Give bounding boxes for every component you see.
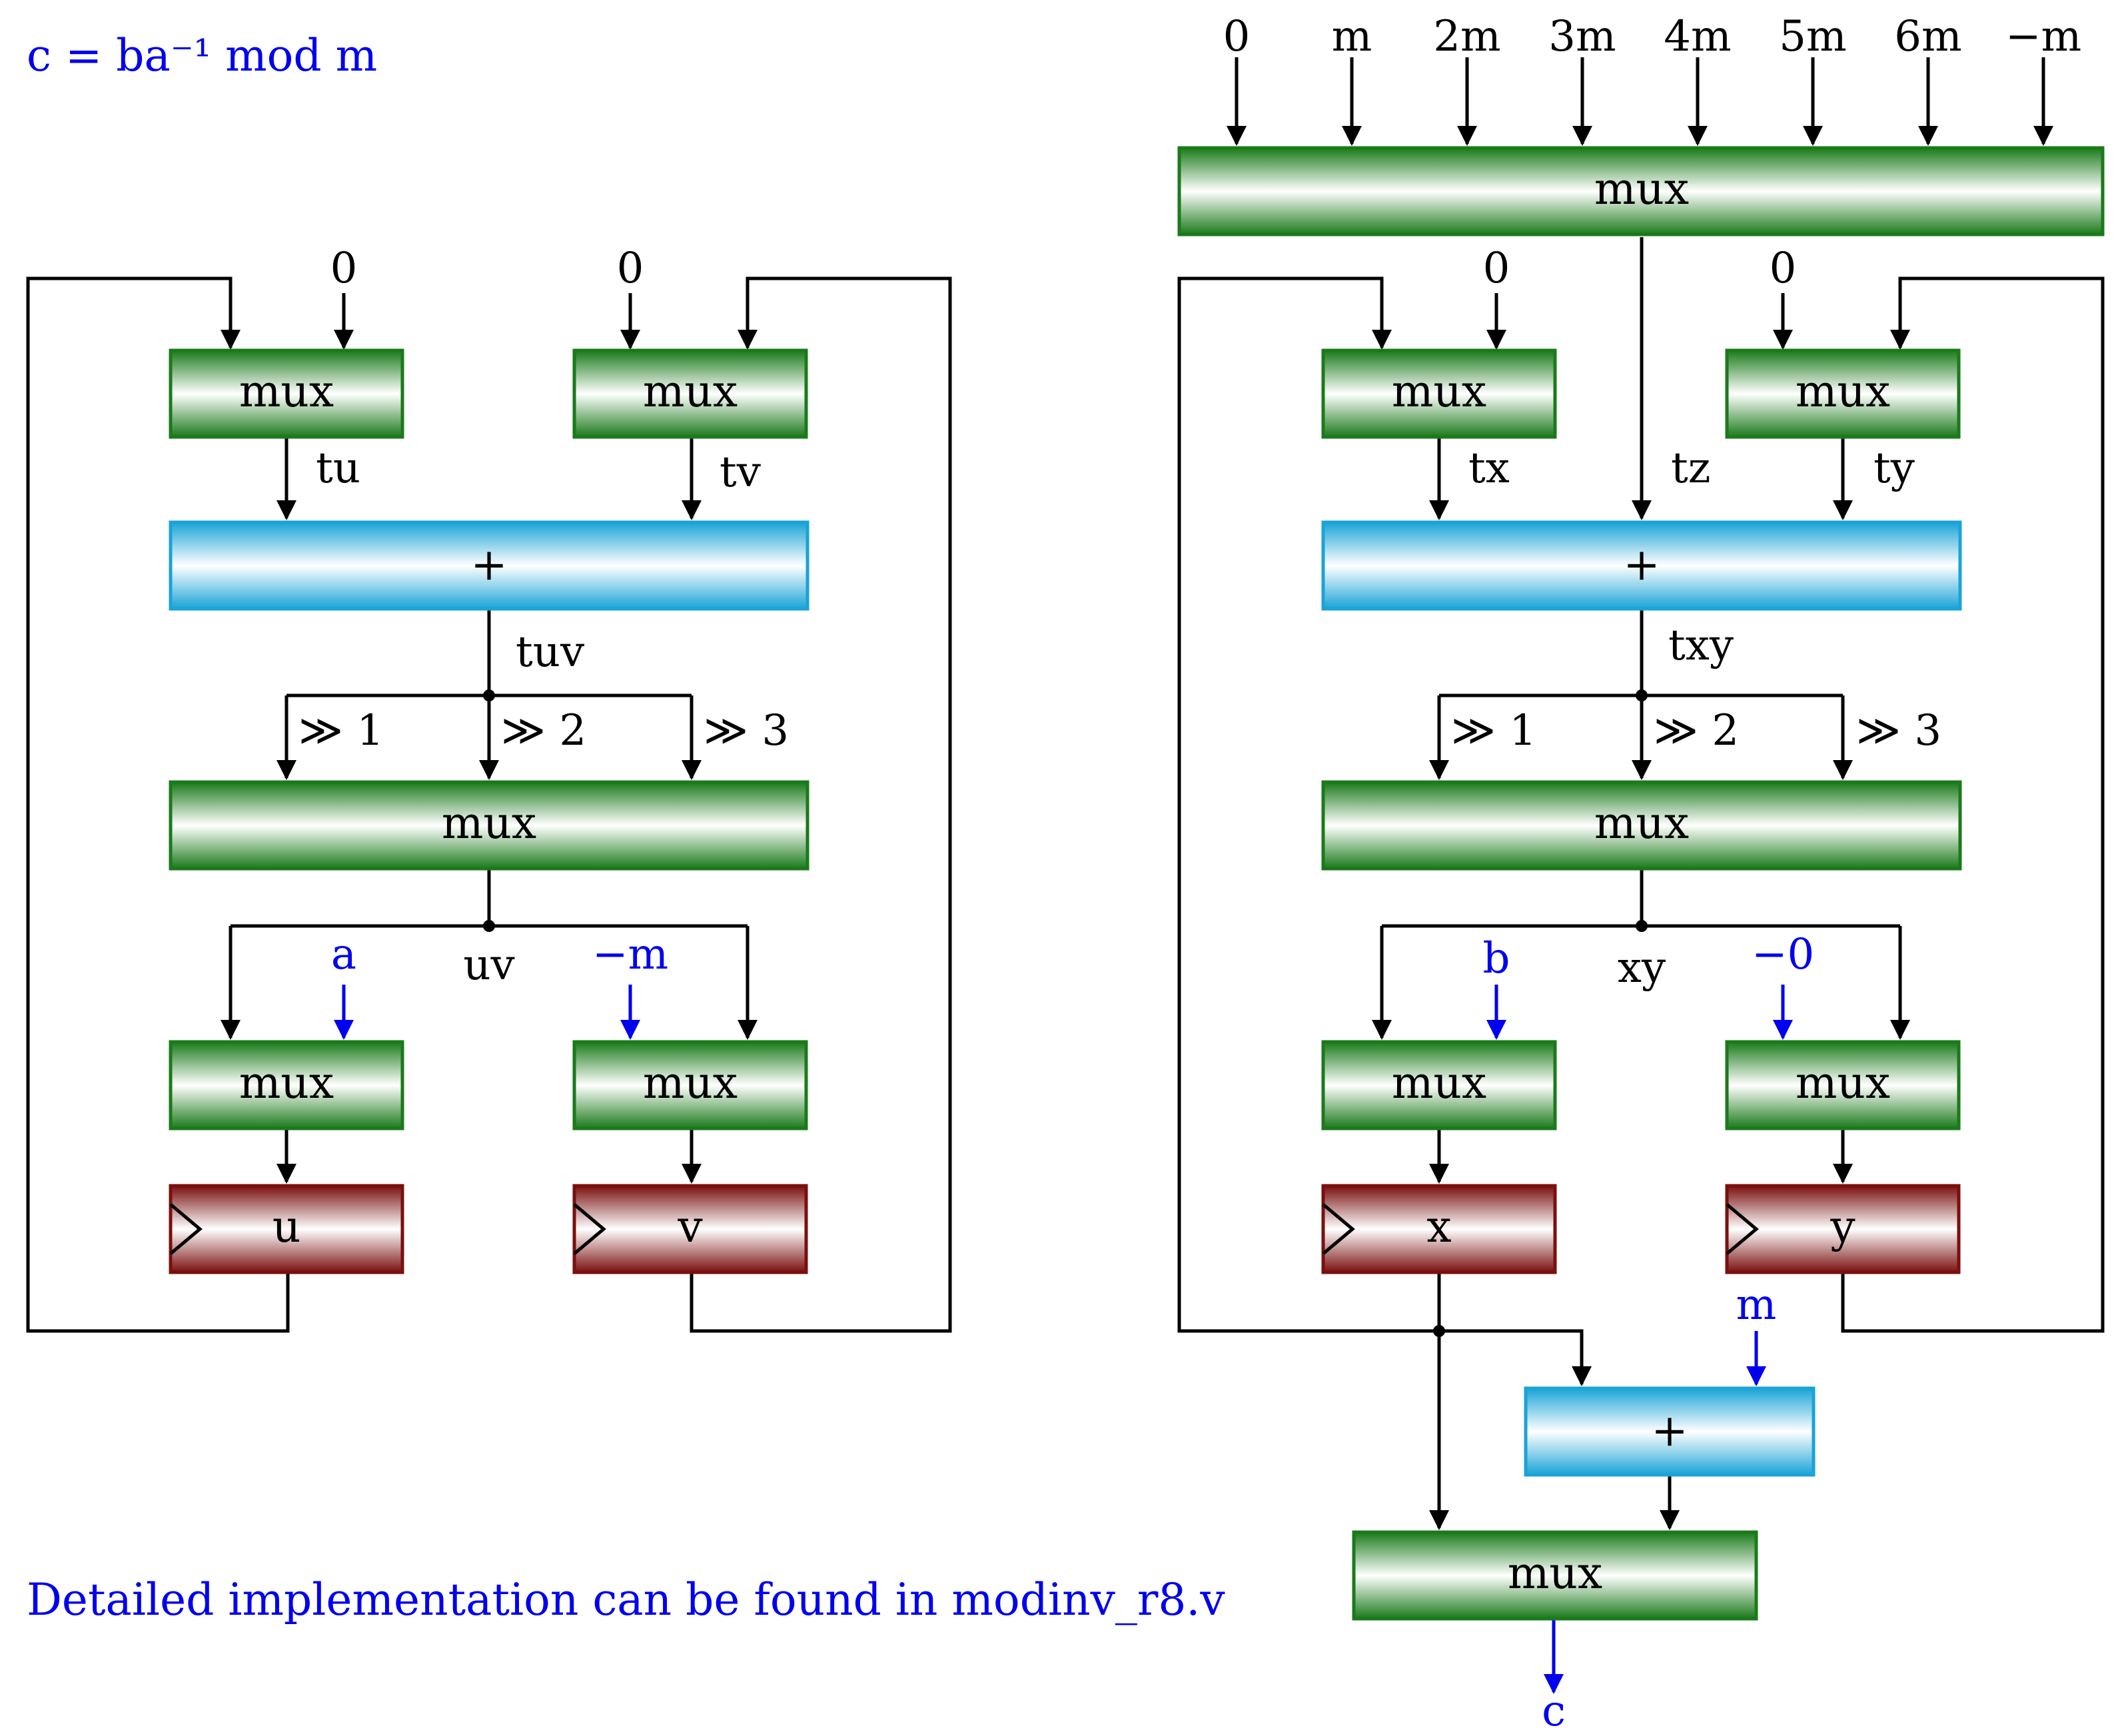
- register-v: v: [572, 1184, 808, 1274]
- right-labels: 0 0 tx tz ty txy ≫ 1 ≫ 2 ≫ 3 xy b −0 m c…: [1223, 12, 2082, 1736]
- mux-u: mux: [169, 1040, 404, 1130]
- mux-ty: mux: [1725, 348, 1961, 439]
- svg-text:mux: mux: [1392, 366, 1486, 417]
- left-zero-tu: 0: [330, 244, 358, 293]
- top-input-label-1: m: [1332, 12, 1372, 61]
- top-input-label-5: 5m: [1779, 12, 1846, 61]
- mux-tv: mux: [572, 348, 808, 439]
- svg-text:mux: mux: [1594, 797, 1689, 849]
- formula-label: c = ba⁻¹ mod m: [27, 30, 377, 81]
- svg-text:mux: mux: [643, 1057, 738, 1108]
- mux-tx: mux: [1321, 348, 1557, 439]
- left-zero-tv: 0: [617, 244, 644, 293]
- right-shift-1: ≫ 1: [1451, 706, 1536, 755]
- left-shift-1: ≫ 1: [298, 706, 384, 755]
- register-x: x: [1321, 1184, 1557, 1274]
- mux-final: mux: [1352, 1530, 1758, 1621]
- signal-tv: tv: [720, 448, 761, 497]
- adder-xyz: +: [1321, 520, 1962, 611]
- signal-xy: xy: [1618, 943, 1666, 993]
- right-zero-ty: 0: [1770, 244, 1797, 293]
- top-input-label-4: 4m: [1664, 12, 1731, 61]
- svg-text:+: +: [470, 539, 507, 590]
- top-input-label-0: 0: [1223, 12, 1251, 61]
- mux-top-constants: mux: [1177, 146, 2105, 236]
- mux-shift-uv: mux: [169, 780, 809, 871]
- svg-text:mux: mux: [1796, 1057, 1890, 1108]
- register-y: y: [1725, 1184, 1961, 1274]
- svg-text:x: x: [1426, 1201, 1451, 1252]
- svg-text:mux: mux: [1392, 1057, 1486, 1108]
- input-neg-zero: −0: [1752, 930, 1814, 979]
- mux-y: mux: [1725, 1040, 1961, 1130]
- signal-ty: ty: [1873, 444, 1915, 493]
- top-input-label-3: 3m: [1548, 12, 1616, 61]
- mux-shift-xy: mux: [1321, 780, 1962, 871]
- left-wires: [26, 276, 952, 1333]
- input-m-final: m: [1736, 1280, 1777, 1330]
- signal-tz: tz: [1671, 444, 1710, 493]
- svg-text:v: v: [677, 1201, 703, 1252]
- svg-text:+: +: [1623, 539, 1660, 590]
- input-neg-m: −m: [592, 930, 668, 979]
- svg-text:mux: mux: [239, 366, 334, 417]
- mux-tu: mux: [169, 348, 404, 439]
- signal-uv: uv: [463, 941, 514, 990]
- right-blocks: mux mux mux + mux mux mux x: [1177, 146, 2105, 1621]
- svg-text:mux: mux: [1796, 366, 1890, 417]
- right-shift-3: ≫ 3: [1856, 706, 1941, 755]
- input-b: b: [1483, 934, 1510, 983]
- output-c: c: [1542, 1687, 1566, 1736]
- adder-final: +: [1524, 1386, 1816, 1477]
- left-shift-2: ≫ 2: [501, 706, 586, 755]
- register-u: u: [169, 1184, 404, 1274]
- svg-text:y: y: [1830, 1201, 1855, 1252]
- footer-note: Detailed implementation can be found in …: [27, 1574, 1225, 1625]
- svg-text:mux: mux: [442, 797, 536, 849]
- input-a: a: [331, 930, 356, 979]
- svg-text:mux: mux: [643, 366, 738, 417]
- left-blocks: mux mux + mux mux mux u v: [169, 348, 809, 1274]
- signal-tu: tu: [316, 444, 360, 493]
- right-shift-2: ≫ 2: [1654, 706, 1739, 755]
- svg-text:mux: mux: [1508, 1547, 1602, 1599]
- top-input-label-6: 6m: [1894, 12, 1961, 61]
- right-wires: [1177, 57, 2105, 1694]
- top-input-label-2: 2m: [1433, 12, 1500, 61]
- svg-text:mux: mux: [239, 1057, 334, 1108]
- mux-x: mux: [1321, 1040, 1557, 1130]
- top-input-label-7: −m: [2005, 12, 2081, 61]
- mux-v: mux: [572, 1040, 808, 1130]
- signal-tuv: tuv: [516, 628, 584, 677]
- svg-text:mux: mux: [1594, 163, 1689, 215]
- signal-txy: txy: [1668, 621, 1734, 670]
- signal-tx: tx: [1468, 444, 1510, 493]
- adder-uv: +: [169, 520, 809, 611]
- left-shift-3: ≫ 3: [704, 706, 789, 755]
- right-zero-tx: 0: [1483, 244, 1510, 293]
- svg-text:+: +: [1651, 1405, 1688, 1456]
- svg-text:u: u: [272, 1201, 301, 1252]
- left-labels: 0 0 tu tv tuv ≫ 1 ≫ 2 ≫ 3 uv a −m: [298, 244, 789, 990]
